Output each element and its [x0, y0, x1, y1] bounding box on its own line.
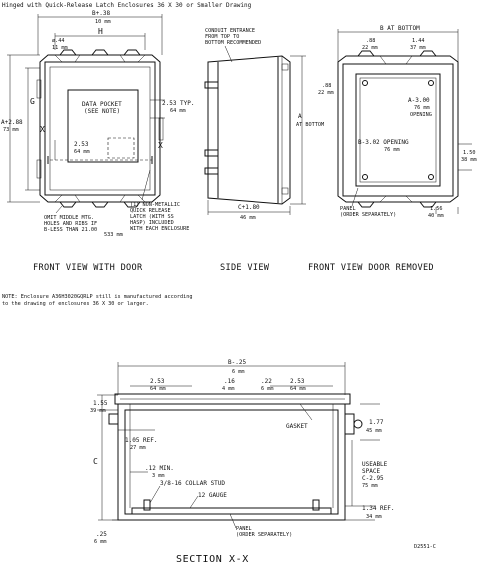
dim-c: C: [93, 457, 98, 466]
dim-b-plus-38-mm: 10 mm: [95, 19, 111, 25]
dim-12-min-mm: 3 mm: [152, 473, 165, 479]
dim-b-minus-25: B-.25: [228, 359, 246, 366]
dim-177: 1.77: [369, 419, 384, 426]
useable-mm: 75 mm: [362, 483, 378, 489]
note-omit-line4: 533 mm: [104, 232, 123, 238]
dim-22: .22: [261, 378, 272, 385]
side-view: CONDUIT ENTRANCE FROM TOP TO BOTTOM RECO…: [204, 28, 324, 273]
dim-156-mm: 40 mm: [428, 213, 444, 219]
data-pocket-note: (SEE NOTE): [84, 108, 120, 115]
note-omit-line3: B-LESS THAN 21.00: [44, 227, 97, 233]
dim-150: 1.50: [463, 150, 476, 156]
dim-155: 1.55: [93, 400, 108, 407]
note-omit-line2: HOLES AND RIBS IF: [44, 221, 97, 227]
dim-156: 1.56: [430, 206, 443, 212]
conduit-line1: CONDUIT ENTRANCE: [205, 28, 255, 34]
dim-253-right-mm: 64 mm: [290, 386, 306, 392]
dim-a-300: A-3.00: [408, 97, 430, 104]
gauge-label: 12 GAUGE: [198, 492, 227, 499]
note-latch-line4: HASP) INCLUDED: [130, 220, 174, 226]
dim-253-typ: 2.53 TYP.: [162, 100, 195, 107]
conduit-line2: FROM TOP TO: [205, 34, 239, 40]
dim-a-300-opening: OPENING: [410, 112, 432, 118]
dim-b-minus-25-mm: 6 mm: [232, 369, 245, 375]
dim-a-300-mm: 76 mm: [414, 105, 430, 111]
front-view-door-removed: B AT BOTTOM .88 22 mm 1.44 37 mm .88 22 …: [308, 25, 477, 273]
dim-h: H: [98, 27, 103, 36]
dim-25: .25: [96, 531, 107, 538]
section-title: SECTION X-X: [176, 554, 249, 565]
panel-label: PANEL: [340, 206, 356, 212]
drawing-number: D2551-C: [414, 544, 436, 550]
dim-a-side: A: [298, 113, 302, 120]
dim-a-plus-288: A+2.88: [1, 119, 23, 126]
note-latch-line2: QUICK RELEASE: [130, 208, 171, 214]
dim-a-side-sub: AT BOTTOM: [296, 122, 324, 128]
note-line1: NOTE: Enclosure A36H3020GQRLP still is m…: [2, 294, 193, 300]
note-omit-line1: OMIT MIDDLE MTG.: [44, 215, 94, 221]
note-latch-line3: LATCH (WITH SS: [130, 214, 174, 220]
dim-88-side-mm: 22 mm: [318, 90, 334, 96]
dim-22-mm: 6 mm: [261, 386, 274, 392]
dim-150-mm: 38 mm: [461, 157, 477, 163]
section-x-x: B-.25 6 mm 2.53 64 mm .16 4 mm .22 6 mm …: [90, 359, 436, 565]
dim-144-mm: 37 mm: [410, 45, 426, 51]
dim-144: 1.44: [412, 38, 425, 44]
useable-space: SPACE: [362, 468, 380, 475]
section-panel-order: (ORDER SEPARATELY): [236, 532, 292, 538]
dim-253-inner-mm: 64 mm: [74, 149, 90, 155]
dim-12-min: .12 MIN.: [145, 465, 174, 472]
dim-253-inner: 2.53: [74, 141, 89, 148]
dim-b-plus-38: B+.38: [92, 10, 110, 17]
dim-25-mm: 6 mm: [94, 539, 107, 545]
section-mark-x-right: X: [158, 141, 163, 150]
note-line2: to the drawing of enclosures 36 X 30 or …: [2, 301, 149, 307]
dim-g: G: [30, 97, 35, 106]
side-view-title: SIDE VIEW: [220, 263, 270, 273]
header-title: Hinged with Quick-Release Latch Enclosur…: [2, 2, 252, 9]
dim-16: .16: [224, 378, 235, 385]
dim-134-mm: 34 mm: [366, 514, 382, 520]
dim-105-ref: 1.05 REF.: [125, 437, 158, 444]
dim-b-at-bottom: B AT BOTTOM: [380, 25, 420, 32]
dim-105-mm: 27 mm: [130, 445, 146, 451]
dim-253-typ-mm: 64 mm: [170, 108, 186, 114]
dim-253-left-mm: 64 mm: [150, 386, 166, 392]
conduit-line3: BOTTOM RECOMMENDED: [205, 40, 261, 46]
dim-88-top-mm: 22 mm: [362, 45, 378, 51]
collar-stud-label: 3/8-16 COLLAR STUD: [160, 480, 225, 487]
dim-253-right: 2.53: [290, 378, 305, 385]
note-latch-line5: WITH EACH ENCLOSURE: [130, 226, 189, 232]
data-pocket-label: DATA POCKET: [82, 101, 122, 108]
dim-hole: ø.44: [52, 38, 65, 44]
door-removed-view-title: FRONT VIEW DOOR REMOVED: [308, 263, 434, 273]
dim-155-mm: 39 mm: [90, 408, 106, 414]
dim-88-side: .88: [322, 83, 331, 89]
section-mark-x-left: X: [40, 125, 45, 134]
dim-253-left: 2.53: [150, 378, 165, 385]
dim-b-302: B-3.02 OPENING: [358, 139, 409, 146]
gasket-label: GASKET: [286, 423, 308, 430]
panel-order: (ORDER SEPARATELY): [340, 212, 396, 218]
dim-c-plus-180-mm: 46 mm: [240, 215, 256, 221]
front-view-title: FRONT VIEW WITH DOOR: [33, 263, 143, 273]
dim-c-plus-180: C+1.80: [238, 204, 260, 211]
useable-c-295: C-2.95: [362, 475, 384, 482]
useable-label: USEABLE: [362, 461, 388, 468]
dim-16-mm: 4 mm: [222, 386, 235, 392]
dim-b-302-mm: 76 mm: [384, 147, 400, 153]
dim-88-top: .88: [366, 38, 375, 44]
section-panel-label: PANEL: [236, 526, 252, 532]
dim-a-plus-288-mm: 73 mm: [3, 127, 19, 133]
front-view-with-door: B+.38 10 mm H ø.44 11 mm DATA: [1, 10, 195, 273]
dim-hole-mm: 11 mm: [52, 45, 68, 51]
dim-134-ref: 1.34 REF.: [362, 505, 395, 512]
note-latch-line1: (1) NON-METALLIC: [130, 202, 180, 208]
dim-177-mm: 45 mm: [366, 428, 382, 434]
